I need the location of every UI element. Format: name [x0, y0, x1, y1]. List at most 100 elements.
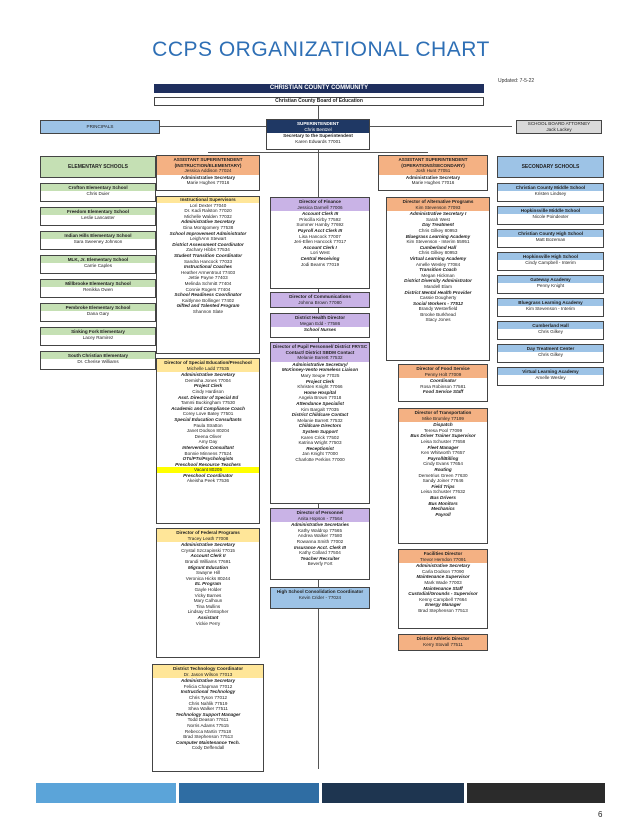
transport-line: Bus Monitors	[428, 500, 458, 506]
asst-super-secondary-title: ASSISTANT SUPERINTENDENT (OPERATIONS/SEC…	[398, 157, 468, 168]
food-line: Food Service Staff	[422, 389, 464, 395]
federal-line: Lindsay Christopher	[187, 609, 229, 615]
asst-super-elementary-title: ASSISTANT SUPERINTENDENT (INSTRUCTION/EL…	[173, 157, 243, 168]
principal-name: Lacey Ramirez	[82, 334, 114, 340]
pupil-line: Jan Knight 77000	[302, 451, 338, 457]
federal-line: Assistant	[197, 614, 219, 620]
alt-programs-line: Kim Stevenson - Interim 55951	[406, 239, 470, 245]
attorney-name: Jack Lackey	[546, 127, 572, 132]
instructional-line: Gifted and Talented Program	[176, 303, 240, 309]
special-ed-line: Paula Stratton	[193, 422, 223, 428]
facilities-header: Facilities Director	[423, 551, 463, 556]
pupil-line: Katrina Wright 77503	[298, 440, 342, 446]
pupil-personnel-box: Director of Pupil Personnel/ District FR…	[270, 342, 370, 504]
transport-line: Ken Whitworth 77657	[421, 450, 465, 456]
pupil-line: Project Clerk	[305, 378, 335, 384]
alt-programs-line: Social Workers - 77512	[413, 300, 463, 306]
special-ed-director: Michelle Ladd 77535	[186, 365, 230, 371]
personnel-line: Administrative Secretaries	[291, 522, 349, 528]
instructional-line: Student Transition Coordinator	[173, 252, 243, 258]
alt-programs-line: Bluegrass Learning Academy	[405, 233, 471, 239]
transport-line: Sandy Joiner 77646	[422, 478, 464, 484]
superintendent-name: Chris Bentzel	[304, 126, 332, 132]
principal-name: Sara Sweeney Johnson	[73, 238, 123, 244]
instructional-line: School Readiness Coordinator	[174, 292, 242, 298]
finance-line: Priscilla Kirby 77592	[299, 216, 341, 222]
federal-line: Account Clerk II	[190, 553, 226, 559]
personnel-box: Director of Personnel Anita Hopson - 775…	[270, 508, 370, 580]
transport-header: Director of Transportation	[414, 410, 472, 415]
special-ed-line: Demisha Jones 77004	[185, 377, 231, 383]
health-line: School Nurses	[303, 327, 337, 333]
asst-super-secondary-name: Josh Hunt 77051	[415, 168, 451, 174]
principal-name: Carrie Caples	[83, 262, 113, 268]
alt-programs-box: Director of Alternative Programs Kim Ste…	[386, 197, 490, 361]
alt-programs-line: Cumberland Hall	[419, 244, 457, 250]
finance-line: Lisa Hancock 77007	[299, 233, 341, 239]
federal-line: Brandi Williams 77691	[185, 558, 231, 564]
facilities-line: Brad Stephenson 77513	[418, 607, 468, 613]
principal-name: Kim Stevenson - Interim	[525, 305, 576, 311]
pupil-line: Administrative Secretary/	[292, 361, 348, 367]
special-ed-line: Administrative Secretary	[180, 372, 236, 378]
instructional-line: LeighAnn Stewart	[189, 236, 227, 242]
alt-programs-line: District Diversity Administrator	[404, 278, 472, 284]
instructional-line: District Assessment Coordinator	[172, 241, 244, 247]
food-line: Coordinator	[429, 378, 457, 384]
special-ed-line: Janet Dodson 80204	[186, 428, 230, 434]
instructional-line: Michelle Walden 77032	[184, 213, 232, 219]
instructional-line: Shannon Slate	[192, 308, 224, 314]
technology-line: Technology Support Manager	[175, 711, 241, 717]
principal-name: Leslie Lancaster	[81, 214, 115, 220]
technology-line: Brad Stephenson 77513	[183, 734, 233, 740]
alt-programs-line: Amelle Wesley 77084	[415, 261, 461, 267]
transport-line: Leisa Schuster 77632	[420, 489, 466, 495]
school-name: Virtual Learning Academy	[498, 368, 603, 375]
special-ed-box: Director of Special Education/Preschool …	[156, 358, 260, 524]
school-name: Freedom Elementary School	[41, 208, 155, 215]
technology-line: Chris Tyson 77012	[188, 694, 228, 700]
special-ed-line: Corey Love Batey 77501	[182, 411, 234, 417]
finance-line: Lori West	[310, 250, 330, 256]
food-header: Director of Food Service	[416, 366, 470, 371]
board-box: Christian County Board of Education	[154, 97, 484, 106]
personnel-header: Director of Personnel	[296, 510, 344, 515]
federal-line: Administrative Secretary	[180, 542, 236, 548]
technology-line: Computer Maintenance Tech.	[176, 739, 240, 745]
athletic-director: Kerry Stovall 77511	[423, 641, 463, 647]
personnel-director: Anita Hopson - 77564	[297, 515, 343, 521]
personnel-line: Kathy Waldrop 77565	[297, 527, 342, 533]
principal-name: Amelle Wesley	[535, 374, 566, 380]
instructional-header: Instructional Supervisors	[157, 197, 259, 203]
transport-line: Leisa Schuster 77658	[420, 438, 466, 444]
pupil-line: Khristen Knight 77066	[297, 384, 343, 390]
finance-director: Jessica Darnell 77006	[297, 204, 343, 210]
asst-super-secondary-box: ASSISTANT SUPERINTENDENT (OPERATIONS/SEC…	[378, 155, 488, 191]
transport-line: Payroll/Billing	[427, 455, 459, 461]
facilities-line: Kenny Campbell 77664	[419, 596, 467, 602]
alt-programs-header: Director of Alternative Programs	[402, 199, 474, 204]
highschool-header: High School Consolidation Coordinator	[276, 589, 364, 594]
school-name: Gateway Academy	[498, 276, 603, 283]
food-line: Rosa Robinson 77581	[420, 383, 466, 389]
health-box: District Health Director Megan Edd - 775…	[270, 313, 370, 338]
principal-name: Matt Bozeman	[535, 236, 566, 242]
technology-line: Chris Nahlik 77519	[188, 700, 228, 706]
pupil-line: Home Hospital	[303, 389, 337, 395]
transport-line: Teresa Pool 77099	[423, 427, 463, 433]
transportation-box: Director of Transportation Mike Brumley …	[398, 408, 488, 544]
alt-programs-line: Day Treatment	[422, 222, 454, 228]
federal-line: EL Program	[195, 581, 221, 587]
principal-name: Renikka Owen	[83, 286, 113, 292]
principal-name: Chris Duier	[86, 190, 110, 196]
pupil-line: McKinney-Vento Homeless Liaison	[281, 367, 359, 373]
school-name: Sinking Fork Elementary	[41, 328, 155, 335]
